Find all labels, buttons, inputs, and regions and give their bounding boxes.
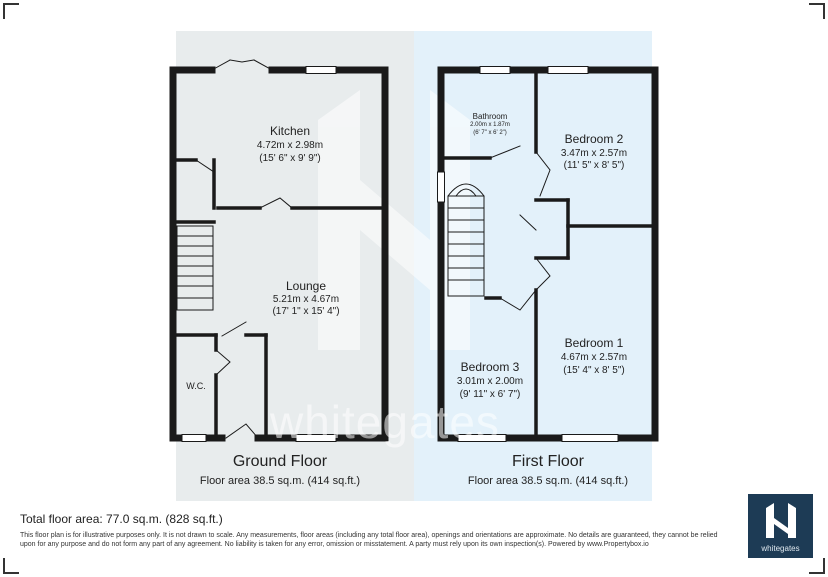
ground-floor-title: Ground Floor xyxy=(232,453,328,470)
total-floor-area: Total floor area: 77.0 sq.m. (828 sq.ft.… xyxy=(20,512,223,526)
first-floor-internal-walls xyxy=(442,71,654,437)
bedroom2-dim-m: 3.47m x 2.57m xyxy=(560,148,628,159)
bedroom3-dim-m: 3.01m x 2.00m xyxy=(456,376,524,387)
watermark-text: whitegates xyxy=(270,396,500,448)
kitchen-dim-ft: (15' 6" x 9' 9") xyxy=(259,153,321,164)
bathroom-dim-ft: (6' 7" x 6' 2") xyxy=(473,130,507,136)
ground-floor-internal-walls xyxy=(174,158,384,438)
bedroom1-dim-m: 4.67m x 2.57m xyxy=(560,352,628,363)
wc-name: W.C. xyxy=(186,381,206,391)
bedroom3-name: Bedroom 3 xyxy=(460,360,520,374)
lounge-dim-m: 5.21m x 4.67m xyxy=(272,294,340,305)
bathroom-name: Bathroom xyxy=(472,112,508,121)
whitegates-logo: whitegates xyxy=(748,494,813,558)
lounge-dim-ft: (17' 1" x 15' 4") xyxy=(272,306,340,317)
first-floor-doors xyxy=(489,145,551,311)
ground-floor-doors xyxy=(195,59,293,439)
kitchen-dim-m: 4.72m x 2.98m xyxy=(256,140,324,151)
kitchen-name: Kitchen xyxy=(269,124,311,138)
bedroom2-name: Bedroom 2 xyxy=(564,132,624,146)
logo-mark-icon xyxy=(766,503,796,538)
first-floor-area: Floor area 38.5 sq.m. (414 sq.ft.) xyxy=(467,475,629,487)
first-floor-stairs xyxy=(447,183,485,297)
bathroom-dim-m: 2.00m x 1.87m xyxy=(470,122,510,128)
bedroom1-dim-ft: (15' 4" x 8' 5") xyxy=(563,365,625,376)
ground-floor-windows xyxy=(181,66,337,442)
logo-text: whitegates xyxy=(761,544,800,553)
crop-mark-bottom-left xyxy=(3,558,19,574)
ground-floor-area: Floor area 38.5 sq.m. (414 sq.ft.) xyxy=(199,475,361,487)
crop-mark-top-left xyxy=(3,3,19,19)
crop-mark-top-right xyxy=(809,3,825,19)
first-floor-title: First Floor xyxy=(512,453,584,470)
bedroom2-dim-ft: (11' 5" x 8' 5") xyxy=(563,160,625,171)
lounge-name: Lounge xyxy=(285,279,327,293)
bedroom1-name: Bedroom 1 xyxy=(564,336,624,350)
crop-mark-bottom-right xyxy=(809,558,825,574)
ground-floor-stairs xyxy=(176,225,214,311)
disclaimer-text: This floor plan is for illustrative purp… xyxy=(20,532,718,548)
first-floor-windows xyxy=(437,66,619,442)
bedroom3-dim-ft: (9' 11" x 6' 7") xyxy=(459,389,521,400)
